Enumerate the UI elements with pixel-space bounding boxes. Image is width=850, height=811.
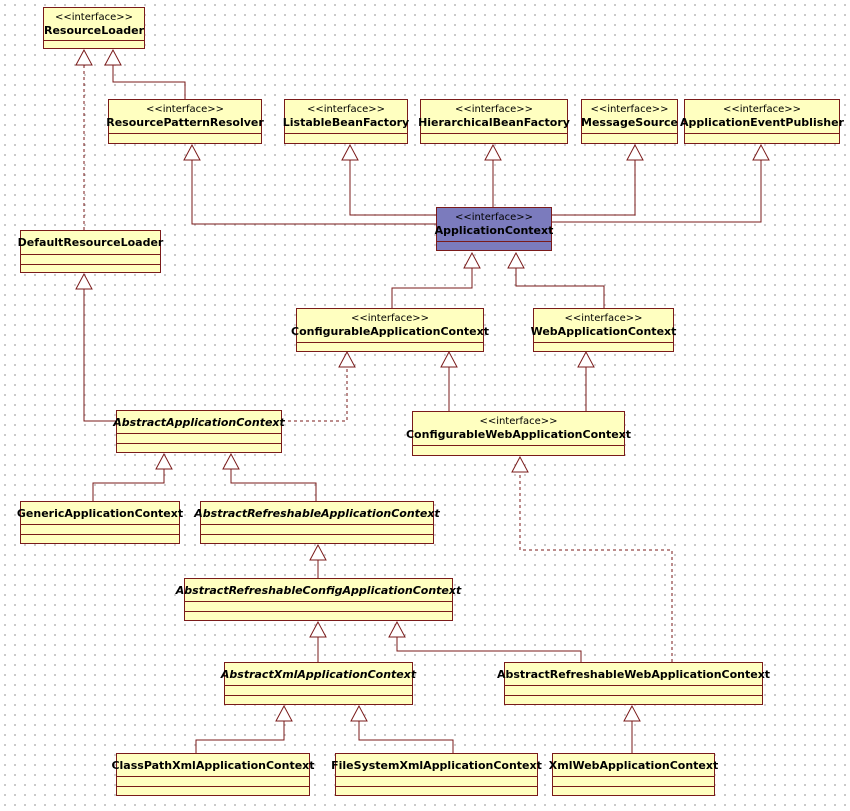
- hierarchical-bean-factory-interface[interactable]: <<interface>> HierarchicalBeanFactory: [418, 99, 570, 144]
- edge-filesystem-to-xml: [358, 713, 454, 753]
- class-name: ListableBeanFactory: [282, 116, 410, 129]
- generic-application-context-class[interactable]: GenericApplicationContext: [16, 501, 184, 544]
- stereotype-label: <<interface>>: [564, 313, 643, 324]
- configurable-web-application-context-interface[interactable]: <<interface>> ConfigurableWebApplication…: [406, 411, 631, 456]
- edge-classpath-to-xml: [195, 713, 285, 753]
- abstract-refreshable-config-application-context-class[interactable]: AbstractRefreshableConfigApplicationCont…: [176, 578, 461, 621]
- edge-abstract-to-configurable: [282, 359, 348, 422]
- edge-context-to-event-publisher: [552, 152, 762, 223]
- class-name: ConfigurableWebApplicationContext: [405, 428, 632, 441]
- class-name: ConfigurableApplicationContext: [291, 325, 489, 338]
- edge-xml-to-refreshable-config-arrowhead: [309, 620, 327, 638]
- class-name: FileSystemXmlApplicationContext: [331, 758, 542, 772]
- listable-bean-factory-interface[interactable]: <<interface>> ListableBeanFactory: [282, 99, 410, 144]
- class-name: AbstractRefreshableApplicationContext: [194, 506, 440, 520]
- edge-refreshable-web-to-configurable-web: [519, 464, 673, 662]
- abstract-xml-application-context-class[interactable]: AbstractXmlApplicationContext: [220, 662, 417, 705]
- resource-loader-interface[interactable]: <<interface>> ResourceLoader: [43, 7, 145, 49]
- edge-abstract-to-default-loader: [83, 281, 116, 422]
- stereotype-label: <<interface>>: [479, 416, 558, 427]
- edge-refreshable-config-to-refreshable-arrowhead: [309, 543, 327, 561]
- abstract-refreshable-application-context-class[interactable]: AbstractRefreshableApplicationContext: [194, 501, 440, 544]
- edge-configurable-web-to-configurable-arrowhead: [440, 350, 458, 368]
- class-name: GenericApplicationContext: [16, 506, 184, 520]
- application-event-publisher-interface[interactable]: <<interface>> ApplicationEventPublisher: [680, 99, 844, 144]
- edge-default-loader-to-resource-loader-arrowhead: [75, 48, 93, 66]
- edge-context-to-hierarchical-factory-arrowhead: [484, 143, 502, 161]
- edge-web-to-context-arrowhead: [507, 251, 525, 269]
- edge-configurable-to-context-arrowhead: [463, 251, 481, 269]
- class-path-xml-application-context-class[interactable]: ClassPathXmlApplicationContext: [111, 753, 315, 796]
- abstract-refreshable-web-application-context-class[interactable]: AbstractRefreshableWebApplicationContext: [497, 662, 770, 705]
- edge-configurable-web-to-web-arrowhead: [577, 350, 595, 368]
- edge-generic-to-abstract-arrowhead: [155, 452, 173, 470]
- edge-classpath-to-xml-arrowhead: [275, 704, 293, 722]
- edge-refreshable-to-abstract-arrowhead: [222, 452, 240, 470]
- edge-context-to-listable-factory-arrowhead: [341, 143, 359, 161]
- abstract-application-context-class[interactable]: AbstractApplicationContext: [113, 410, 285, 453]
- configurable-application-context-interface[interactable]: <<interface>> ConfigurableApplicationCon…: [291, 308, 489, 352]
- class-name: ResourceLoader: [43, 23, 145, 37]
- edge-pattern-resolver-to-resource-loader: [112, 56, 186, 99]
- class-name: ResourcePatternResolver: [106, 116, 264, 129]
- web-application-context-interface[interactable]: <<interface>> WebApplicationContext: [530, 308, 677, 352]
- stereotype-label: <<interface>>: [722, 104, 802, 115]
- edge-refreshable-web-to-refreshable-config-arrowhead: [388, 620, 406, 638]
- class-name: MessageSource: [581, 116, 678, 129]
- edge-context-to-message-source: [552, 152, 636, 216]
- edge-pattern-resolver-to-resource-loader-arrowhead: [104, 48, 122, 66]
- edge-refreshable-to-abstract: [230, 461, 317, 501]
- edge-abstract-to-default-loader-arrowhead: [75, 272, 93, 290]
- class-name: ApplicationEventPublisher: [680, 116, 844, 129]
- class-name: WebApplicationContext: [530, 325, 677, 338]
- file-system-xml-application-context-class[interactable]: FileSystemXmlApplicationContext: [331, 753, 542, 796]
- class-name: ApplicationContext: [434, 224, 554, 237]
- class-name: DefaultResourceLoader: [17, 236, 164, 249]
- edge-configurable-to-context: [391, 260, 473, 308]
- application-context-interface[interactable]: <<interface>> ApplicationContext: [434, 207, 554, 251]
- stereotype-label: <<interface>>: [590, 104, 669, 115]
- edge-context-to-message-source-arrowhead: [626, 143, 644, 161]
- default-resource-loader-class[interactable]: DefaultResourceLoader: [17, 230, 164, 273]
- stereotype-label: <<interface>>: [145, 104, 225, 115]
- stereotype-label: <<interface>>: [454, 212, 534, 223]
- edge-refreshable-web-to-configurable-web-arrowhead: [511, 455, 529, 473]
- class-name: AbstractApplicationContext: [113, 415, 285, 429]
- stereotype-label: <<interface>>: [306, 104, 386, 115]
- edge-filesystem-to-xml-arrowhead: [350, 704, 368, 722]
- edge-xmlweb-to-refreshable-web-arrowhead: [623, 704, 641, 722]
- edge-refreshable-web-to-refreshable-config: [396, 629, 582, 662]
- class-name: AbstractXmlApplicationContext: [220, 667, 417, 681]
- message-source-interface[interactable]: <<interface>> MessageSource: [581, 99, 678, 144]
- stereotype-label: <<interface>>: [350, 313, 430, 324]
- resource-pattern-resolver-interface[interactable]: <<interface>> ResourcePatternResolver: [106, 99, 264, 144]
- edge-context-to-pattern-resolver-arrowhead: [183, 143, 201, 161]
- edge-context-to-pattern-resolver: [191, 152, 436, 225]
- xml-web-application-context-class[interactable]: XmlWebApplicationContext: [549, 753, 718, 796]
- edge-context-to-listable-factory: [349, 152, 436, 216]
- stereotype-label: <<interface>>: [54, 11, 134, 23]
- class-name: XmlWebApplicationContext: [548, 758, 719, 772]
- edge-context-to-event-publisher-arrowhead: [752, 143, 770, 161]
- class-name: AbstractRefreshableConfigApplicationCont…: [175, 583, 462, 597]
- class-name: ClassPathXmlApplicationContext: [111, 758, 315, 772]
- edge-generic-to-abstract: [92, 461, 165, 501]
- stereotype-label: <<interface>>: [454, 104, 534, 115]
- edge-abstract-to-configurable-arrowhead: [338, 350, 356, 368]
- edge-web-to-context: [515, 260, 605, 308]
- class-name: AbstractRefreshableWebApplicationContext: [496, 667, 771, 681]
- class-name: HierarchicalBeanFactory: [418, 116, 570, 129]
